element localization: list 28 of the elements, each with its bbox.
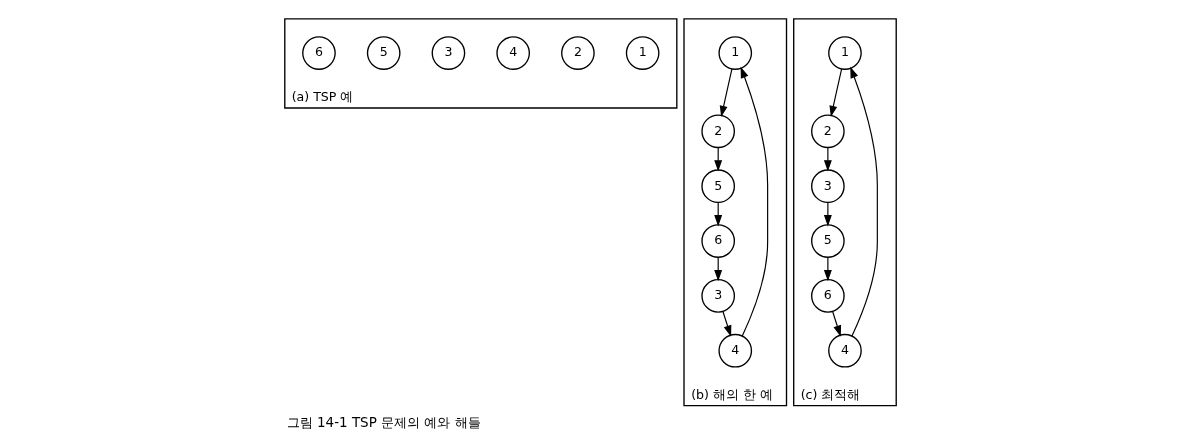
node-circle: 5 xyxy=(811,224,845,258)
arrow xyxy=(719,68,733,118)
node-circle: 6 xyxy=(701,224,736,258)
node-circle: 4 xyxy=(496,36,531,70)
node-circle: 1 xyxy=(625,36,660,70)
node-circle: 2 xyxy=(701,114,736,149)
node-circle: 3 xyxy=(811,169,845,204)
node-circle: 5 xyxy=(366,36,401,70)
node-circle: 1 xyxy=(718,36,753,70)
arrow xyxy=(832,310,842,337)
caption: 그림 14-1 TSP 문제의 예와 해들 xyxy=(286,414,481,431)
node-circle: 1 xyxy=(828,36,862,70)
node-circle: 6 xyxy=(302,36,336,70)
node-circle: 2 xyxy=(561,36,595,70)
node-circle: 5 xyxy=(701,169,736,204)
node-circle: 3 xyxy=(431,36,466,70)
arrow xyxy=(722,310,732,337)
arrow xyxy=(823,256,832,282)
node-circle: 2 xyxy=(811,114,845,149)
arrow xyxy=(850,66,878,337)
node-circle: 4 xyxy=(828,333,862,368)
node-circle: 3 xyxy=(701,279,736,313)
node-circle: 6 xyxy=(811,279,845,313)
arrow xyxy=(740,66,769,337)
arrow xyxy=(823,147,832,172)
node-circle: 4 xyxy=(718,333,753,368)
arrow xyxy=(823,201,832,227)
arrow xyxy=(829,68,843,118)
